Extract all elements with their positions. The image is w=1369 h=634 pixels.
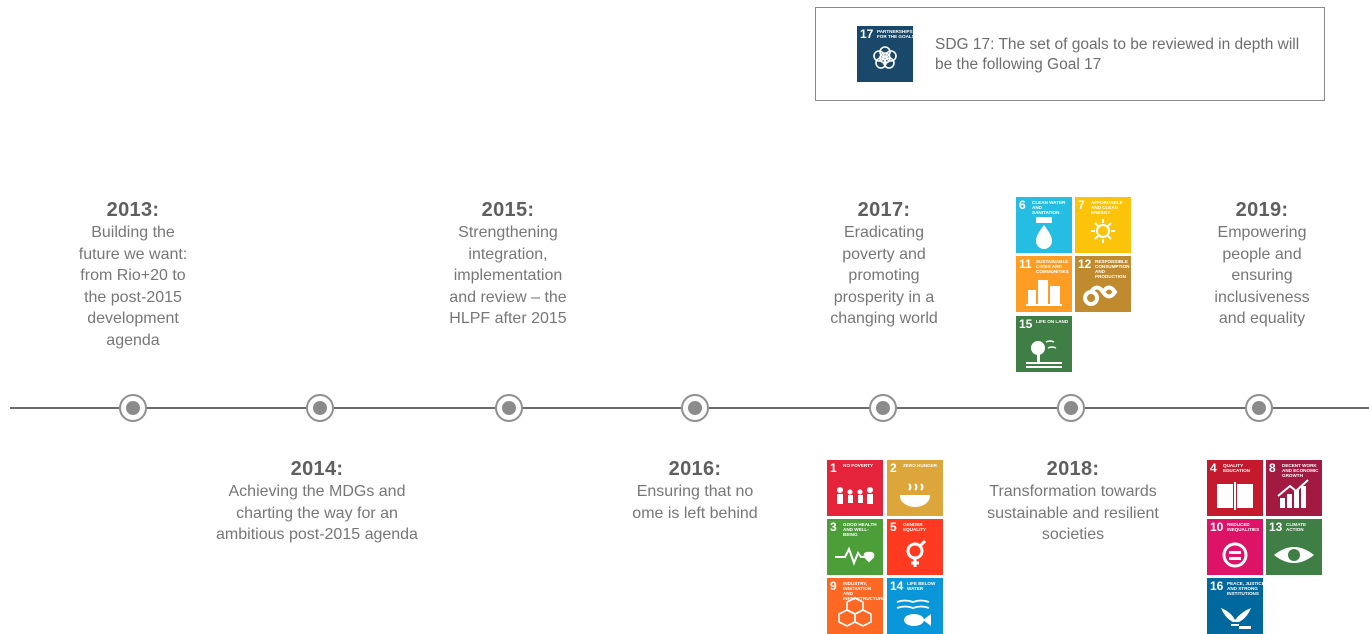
sdg-tile-number: 4: [1210, 461, 1217, 475]
sun-icon: [1091, 219, 1115, 243]
year-block-2018: 2018: Transformation towards sustainable…: [953, 458, 1193, 546]
infinity-icon: [1083, 285, 1118, 306]
sdg-tile-number: 12: [1078, 257, 1092, 271]
sdg-tile-number: 11: [1019, 257, 1032, 271]
year-block-2017: 2017: Eradicating poverty and promoting …: [784, 199, 984, 330]
year-label: 2017:: [857, 199, 911, 221]
cubes-icon: [838, 597, 872, 627]
water-drop-icon: [1036, 217, 1052, 249]
year-block-2016: 2016: Ensuring that no ome is left behin…: [595, 458, 795, 524]
year-label: 2013:: [106, 199, 160, 221]
heartbeat-icon: [835, 546, 875, 566]
sdg-tile-label: QUALITY EDUCATION: [1223, 463, 1250, 473]
sdg-tile-label: GOOD HEALTH AND WELL-BEING: [843, 522, 877, 537]
year-label: 2019:: [1235, 199, 1289, 221]
year-label: 2016:: [668, 458, 722, 480]
sdg-tile-label: INDUSTRY, INNOVATION AND INFRASTRUCTURE: [843, 581, 883, 601]
timeline-node-2017: [869, 394, 897, 422]
sdg-tile-label: GENDER EQUALITY: [903, 522, 927, 532]
growth-chart-icon: [1277, 479, 1309, 508]
year-description: Ensuring that no ome is left behind: [632, 483, 758, 522]
sdg-tile-number: 5: [890, 520, 897, 534]
timeline-node-2014: [306, 394, 334, 422]
timeline-node-2013: [119, 394, 147, 422]
sdg-tile-number: 17: [860, 27, 874, 41]
sdg-tile-number: 10: [1210, 520, 1224, 534]
sdg-tile-label: LIFE ON LAND: [1036, 319, 1069, 324]
sdg-tile-3: 3 GOOD HEALTH AND WELL-BEING: [827, 519, 883, 575]
sdg-tile-number: 3: [830, 520, 837, 534]
sdg-tile-number: 9: [830, 579, 837, 593]
sdg-tile-number: 8: [1269, 461, 1276, 475]
eye-globe-icon: [1274, 547, 1314, 563]
sdg-tile-label: LIFE BELOW WATER: [907, 581, 936, 591]
sdg-tile-5: 5 GENDER EQUALITY: [887, 519, 943, 575]
fish-icon: [896, 599, 931, 626]
sdg-tile-6: 6 CLEAN WATER AND SANITATION: [1016, 197, 1072, 253]
sdg17-note-text: SDG 17: The set of goals to be reviewed …: [935, 36, 1300, 73]
bowl-icon: [899, 483, 931, 507]
year-description: Building the future we want: from Rio+20…: [78, 224, 188, 349]
sdg-tile-label: NO POVERTY: [843, 463, 874, 468]
sdg-tile-8: 8 DECENT WORK AND ECONOMIC GROWTH: [1266, 460, 1322, 516]
sdg-tile-label: PARTNERSHIPS FOR THE GOALS: [877, 29, 913, 39]
sdg-tile-7: 7 AFFORDABLE AND CLEAN ENERGY: [1075, 197, 1131, 253]
sdg-tile-label: CLEAN WATER AND SANITATION: [1032, 200, 1066, 215]
sdg-tile-number: 2: [890, 461, 897, 475]
sdg-tile-label: RESPONSIBLE CONSUMPTION AND PRODUCTION: [1095, 259, 1130, 279]
sdg-tile-number: 15: [1019, 317, 1033, 331]
sdg-tile-11: 11 SUSTAINABLE CITIES AND COMMUNITIES: [1016, 256, 1072, 312]
sdg-tile-2: 2 ZERO HUNGER: [887, 460, 943, 516]
sdg-tile-number: 13: [1269, 520, 1283, 534]
sdg-tile-9: 9 INDUSTRY, INNOVATION AND INFRASTRUCTURE: [827, 578, 883, 634]
year-label: 2015:: [481, 199, 535, 221]
book-icon: [1217, 482, 1253, 510]
year-label: 2018:: [1046, 458, 1100, 480]
city-icon: [1026, 280, 1062, 306]
sdg-tile-label: ZERO HUNGER: [903, 463, 937, 468]
sdg-tile-number: 16: [1210, 579, 1224, 593]
sdg-tile-number: 14: [890, 579, 904, 593]
sdg-tile-label: PEACE, JUSTICE AND STRONG INSTITUTIONS: [1227, 581, 1263, 596]
timeline-node-2016: [681, 394, 709, 422]
sdg-tile-label: AFFORDABLE AND CLEAN ENERGY: [1091, 200, 1123, 215]
sdg-tile-number: 7: [1078, 198, 1085, 212]
year-block-2013: 2013: Building the future we want: from …: [33, 199, 233, 352]
sdg-tile-label: DECENT WORK AND ECONOMIC GROWTH: [1282, 463, 1319, 478]
sdg-tile-1: 1 NO POVERTY: [827, 460, 883, 516]
year-description: Transformation towards sustainable and r…: [987, 483, 1159, 544]
sdg-tile-label: CLIMATE ACTION: [1286, 522, 1307, 532]
year-description: Strengthening integration, implementatio…: [449, 224, 567, 328]
timeline-node-2018: [1057, 394, 1085, 422]
gender-icon: [906, 539, 927, 567]
year-block-2019: 2019: Empowering people and ensuring inc…: [1162, 199, 1362, 330]
timeline-node-2015: [495, 394, 523, 422]
sdg-tile-number: 1: [830, 461, 837, 475]
tree-icon: [1026, 340, 1062, 368]
year-block-2014: 2014: Achieving the MDGs and charting th…: [187, 458, 447, 546]
dove-icon: [1221, 608, 1251, 629]
year-description: Empowering people and ensuring inclusive…: [1214, 224, 1310, 328]
family-icon: [837, 487, 873, 504]
year-label: 2014:: [290, 458, 344, 480]
flower-icon: [873, 46, 897, 69]
year-description: Eradicating poverty and promoting prospe…: [830, 224, 938, 328]
sdg-tile-number: 6: [1019, 198, 1026, 212]
year-description: Achieving the MDGs and charting the way …: [216, 483, 418, 544]
year-block-2015: 2015: Strengthening integration, impleme…: [408, 199, 608, 330]
sdg-tile-label: SUSTAINABLE CITIES AND COMMUNITIES: [1036, 259, 1069, 274]
sdg-tile-label: REDUCED INEQUALITIES: [1227, 522, 1260, 532]
sdg-tile-4: 4 QUALITY EDUCATION: [1207, 460, 1263, 516]
timeline-node-2019: [1245, 394, 1273, 422]
equals-icon: [1222, 542, 1248, 568]
